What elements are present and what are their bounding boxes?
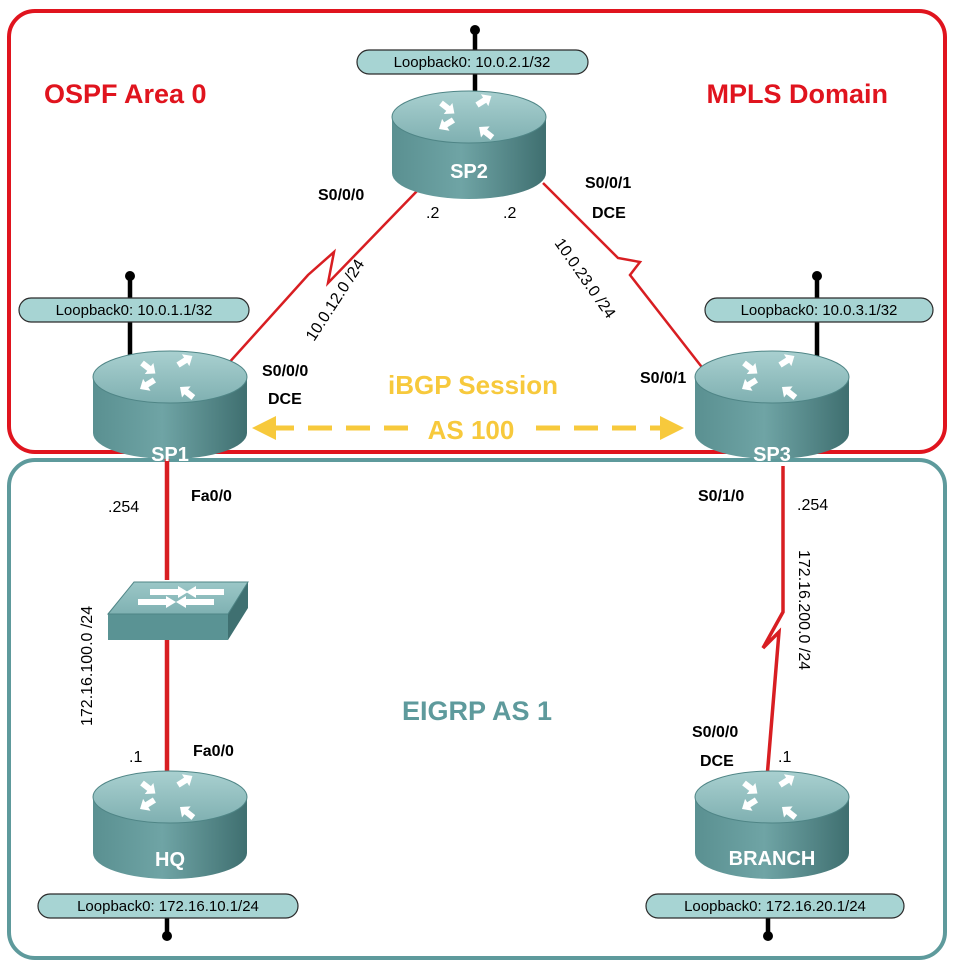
switch-icon (106, 581, 249, 640)
router-icon (92, 770, 248, 879)
ibgp-as-label: AS 100 (428, 415, 515, 445)
ibgp-session-label: iBGP Session (388, 370, 558, 400)
svg-text:Loopback0: 10.0.1.1/32: Loopback0: 10.0.1.1/32 (56, 302, 213, 319)
hq-fa00-interface-label: Fa0/0 (193, 743, 234, 760)
sp2-s001-dce-label: DCE (592, 205, 626, 222)
link-sp2-sp3 (542, 182, 709, 376)
router-hq[interactable]: HQ (92, 770, 248, 879)
branch-s000-dce-label: DCE (700, 753, 734, 770)
loopback-sp1: Loopback0: 10.0.1.1/32 (18, 297, 250, 323)
loopback-sp2: Loopback0: 10.0.2.1/32 (356, 49, 589, 75)
sp1-s000-interface-label: S0/0/0 (262, 363, 308, 380)
mpls-domain-title: MPLS Domain (706, 79, 888, 109)
link-sp3-branch (761, 466, 785, 791)
router-sp3-label: SP3 (753, 444, 791, 466)
hq-fa00-host-label: .1 (129, 749, 142, 766)
eigrp-area-title: EIGRP AS 1 (402, 696, 552, 726)
router-hq-label: HQ (155, 849, 185, 871)
ospf-area-border (7, 9, 947, 454)
sp2-s001-interface-label: S0/0/1 (585, 175, 631, 192)
sp1-fa00-interface-label: Fa0/0 (191, 488, 232, 505)
sp3-s001-interface-label: S0/0/1 (640, 370, 686, 387)
branch-s000-interface-label: S0/0/0 (692, 724, 738, 741)
sp3-s010-host-label: .254 (797, 497, 828, 514)
network-172-16-200-0-label: 172.16.200.0 /24 (795, 550, 812, 670)
router-branch-label: BRANCH (729, 848, 816, 870)
router-sp2-label: SP2 (450, 161, 488, 183)
sp2-s000-interface-label: S0/0/0 (318, 187, 364, 204)
switch[interactable] (106, 581, 249, 640)
sp2-s000-host-label: .2 (426, 205, 439, 222)
svg-text:Loopback0: 172.16.10.1/24: Loopback0: 172.16.10.1/24 (77, 898, 259, 915)
loopback-sp3: Loopback0: 10.0.3.1/32 (704, 297, 934, 323)
branch-s000-host-label: .1 (778, 749, 791, 766)
loopback-hq: Loopback0: 172.16.10.1/24 (37, 893, 299, 919)
ospf-area-title: OSPF Area 0 (44, 79, 207, 109)
router-icon (92, 350, 248, 459)
link-sp1-sp2 (217, 189, 419, 376)
router-icon (391, 90, 547, 199)
loopback-branch: Loopback0: 172.16.20.1/24 (645, 893, 905, 919)
router-branch[interactable]: BRANCH (694, 770, 850, 879)
router-icon (694, 770, 850, 879)
router-icon (694, 350, 850, 459)
sp1-fa00-host-label: .254 (108, 499, 139, 516)
router-sp1-label: SP1 (151, 444, 189, 466)
router-sp2[interactable]: SP2 (391, 90, 547, 199)
router-sp3[interactable]: SP3 (694, 350, 850, 466)
eigrp-area-border (7, 458, 947, 960)
network-172-16-100-0-label: 172.16.100.0 /24 (79, 606, 96, 726)
svg-text:Loopback0: 172.16.20.1/24: Loopback0: 172.16.20.1/24 (684, 898, 866, 915)
svg-text:Loopback0: 10.0.3.1/32: Loopback0: 10.0.3.1/32 (741, 302, 898, 319)
sp2-s001-host-label: .2 (503, 205, 516, 222)
router-sp1[interactable]: SP1 (92, 350, 248, 466)
sp1-s000-dce-label: DCE (268, 391, 302, 408)
svg-text:Loopback0: 10.0.2.1/32: Loopback0: 10.0.2.1/32 (394, 54, 551, 71)
sp3-s010-interface-label: S0/1/0 (698, 488, 744, 505)
